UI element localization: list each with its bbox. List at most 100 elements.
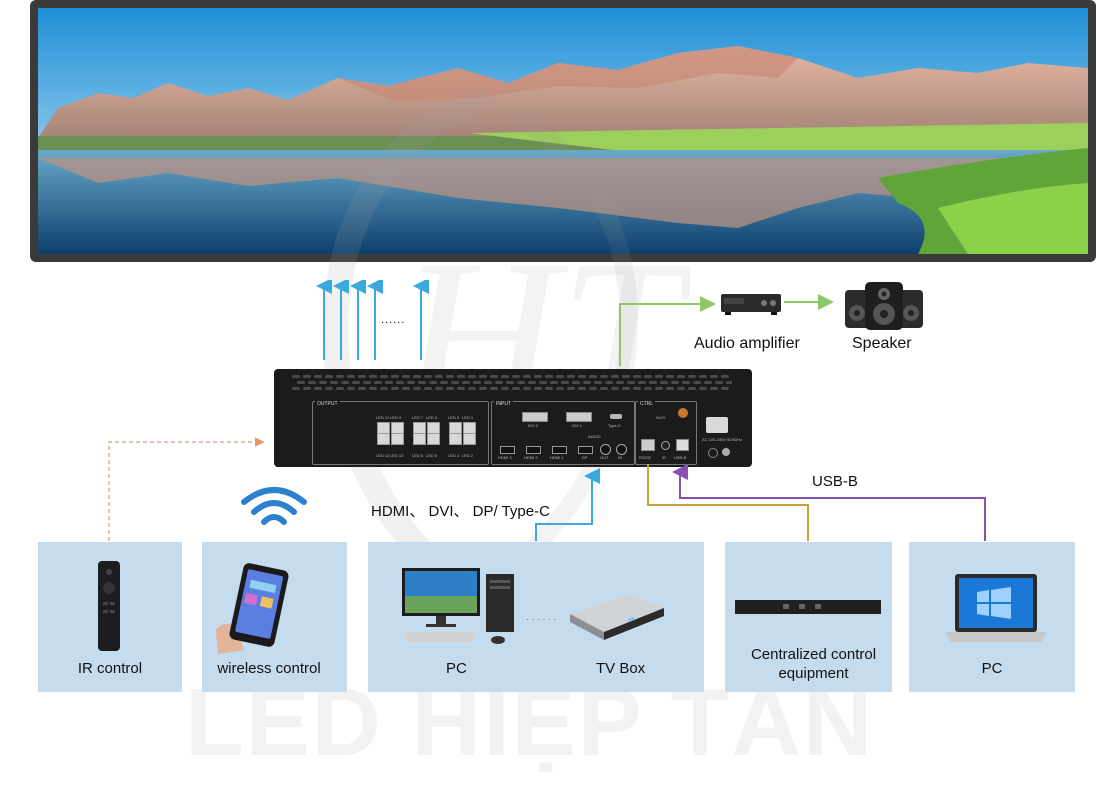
led-output-port-label: LED 11 xyxy=(376,415,390,420)
vent-slot xyxy=(314,375,322,378)
dp-port xyxy=(578,446,593,454)
vent-slot xyxy=(633,387,641,390)
input-panel-label: INPUT xyxy=(494,401,513,407)
centralized-control-box: Centralized control equipment xyxy=(725,542,892,692)
led-output-port xyxy=(391,433,404,445)
usb-connection-line xyxy=(672,464,986,541)
vent-slot xyxy=(677,387,685,390)
inputs-label: HDMI、 DVI、 DP/ Type-C xyxy=(371,503,550,520)
wifi-signal-icon xyxy=(241,487,307,525)
vent-slot xyxy=(583,381,591,384)
vent-slot xyxy=(710,387,718,390)
centralized-control-label-line1: Centralized control xyxy=(750,646,877,663)
hdmi-2-label: HDMI 2 xyxy=(524,455,538,460)
vent-slot xyxy=(644,387,652,390)
vent-slot xyxy=(699,387,707,390)
vent-slot xyxy=(644,375,652,378)
source-ellipsis: · · · · · · xyxy=(526,614,557,624)
wireless-control-box: wireless control xyxy=(202,542,347,692)
vent-slot xyxy=(303,375,311,378)
vent-slot xyxy=(413,387,421,390)
hdmi-2-port xyxy=(526,446,541,454)
vent-slot xyxy=(358,375,366,378)
audio-out-label: OUT xyxy=(600,455,609,460)
vent-slot xyxy=(561,381,569,384)
laptop-image xyxy=(945,574,1047,642)
speaker-label: Speaker xyxy=(852,335,912,352)
vent-slot xyxy=(638,381,646,384)
vent-slot xyxy=(424,387,432,390)
vent-slot xyxy=(479,375,487,378)
vent-slot xyxy=(655,375,663,378)
vent-slot xyxy=(655,387,663,390)
vent-slot xyxy=(314,387,322,390)
power-switch[interactable] xyxy=(722,448,730,456)
input-connection-line xyxy=(535,468,600,541)
vent-slot xyxy=(726,381,732,384)
led-output-port xyxy=(463,433,476,445)
vent-slot xyxy=(660,381,668,384)
vent-slot xyxy=(611,375,619,378)
vent-slot xyxy=(330,381,338,384)
vent-slot xyxy=(429,381,437,384)
vent-slot xyxy=(292,387,300,390)
vent-slot xyxy=(594,381,602,384)
vent-slot xyxy=(468,387,476,390)
vent-slot xyxy=(523,375,531,378)
vent-slot xyxy=(457,387,465,390)
vent-slot xyxy=(336,387,344,390)
vent-slot xyxy=(490,387,498,390)
type-c-port xyxy=(610,414,622,419)
wireless-control-label: wireless control xyxy=(217,660,321,677)
ir-label: IR xyxy=(662,455,666,460)
vent-slot xyxy=(380,375,388,378)
led-output-port-label: LED 5 xyxy=(426,415,438,420)
vent-slot xyxy=(413,375,421,378)
vent-slot xyxy=(682,381,690,384)
vent-slot xyxy=(435,375,443,378)
smartphone-hand-image xyxy=(216,563,289,654)
vent-slot xyxy=(303,387,311,390)
vent-slot xyxy=(501,387,509,390)
hdmi-1-port xyxy=(552,446,567,454)
vent-slot xyxy=(297,381,305,384)
vent-slot xyxy=(517,381,525,384)
vent-slot xyxy=(710,375,718,378)
vent-slot xyxy=(490,375,498,378)
led-display-screen xyxy=(30,0,1096,262)
vent-slot xyxy=(699,375,707,378)
vent-slot xyxy=(374,381,382,384)
vent-slot xyxy=(325,387,333,390)
centralized-control-equipment-image xyxy=(735,600,881,614)
output-panel-label: OUTPUT xyxy=(315,401,340,407)
led-output-port xyxy=(427,433,440,445)
dp-label: DP xyxy=(582,455,588,460)
vent-slot xyxy=(649,381,657,384)
vent-slot xyxy=(556,375,564,378)
vent-slot xyxy=(572,381,580,384)
vent-slot xyxy=(341,381,349,384)
power-socket xyxy=(706,417,728,433)
vent-slot xyxy=(622,375,630,378)
vent-slot xyxy=(688,387,696,390)
vent-slot xyxy=(468,375,476,378)
vent-slot xyxy=(385,381,393,384)
tv-box-image xyxy=(570,594,664,640)
vent-slot xyxy=(369,387,377,390)
pc-control-box: PC xyxy=(909,542,1075,692)
vent-slot xyxy=(556,387,564,390)
vent-slot xyxy=(391,375,399,378)
hdmi-3-label: HDMI 3 xyxy=(498,455,512,460)
vent-slot xyxy=(402,375,410,378)
output-arrows xyxy=(316,280,429,360)
vent-slot xyxy=(693,381,701,384)
audio-label: AUDIO xyxy=(588,434,601,439)
led-output-port-label: LED 7 xyxy=(412,415,424,420)
led-output-port-label: LED 1 xyxy=(462,415,474,420)
vent-slot xyxy=(512,387,520,390)
vent-slot xyxy=(534,387,542,390)
vent-slot xyxy=(363,381,371,384)
vent-slot xyxy=(627,381,635,384)
